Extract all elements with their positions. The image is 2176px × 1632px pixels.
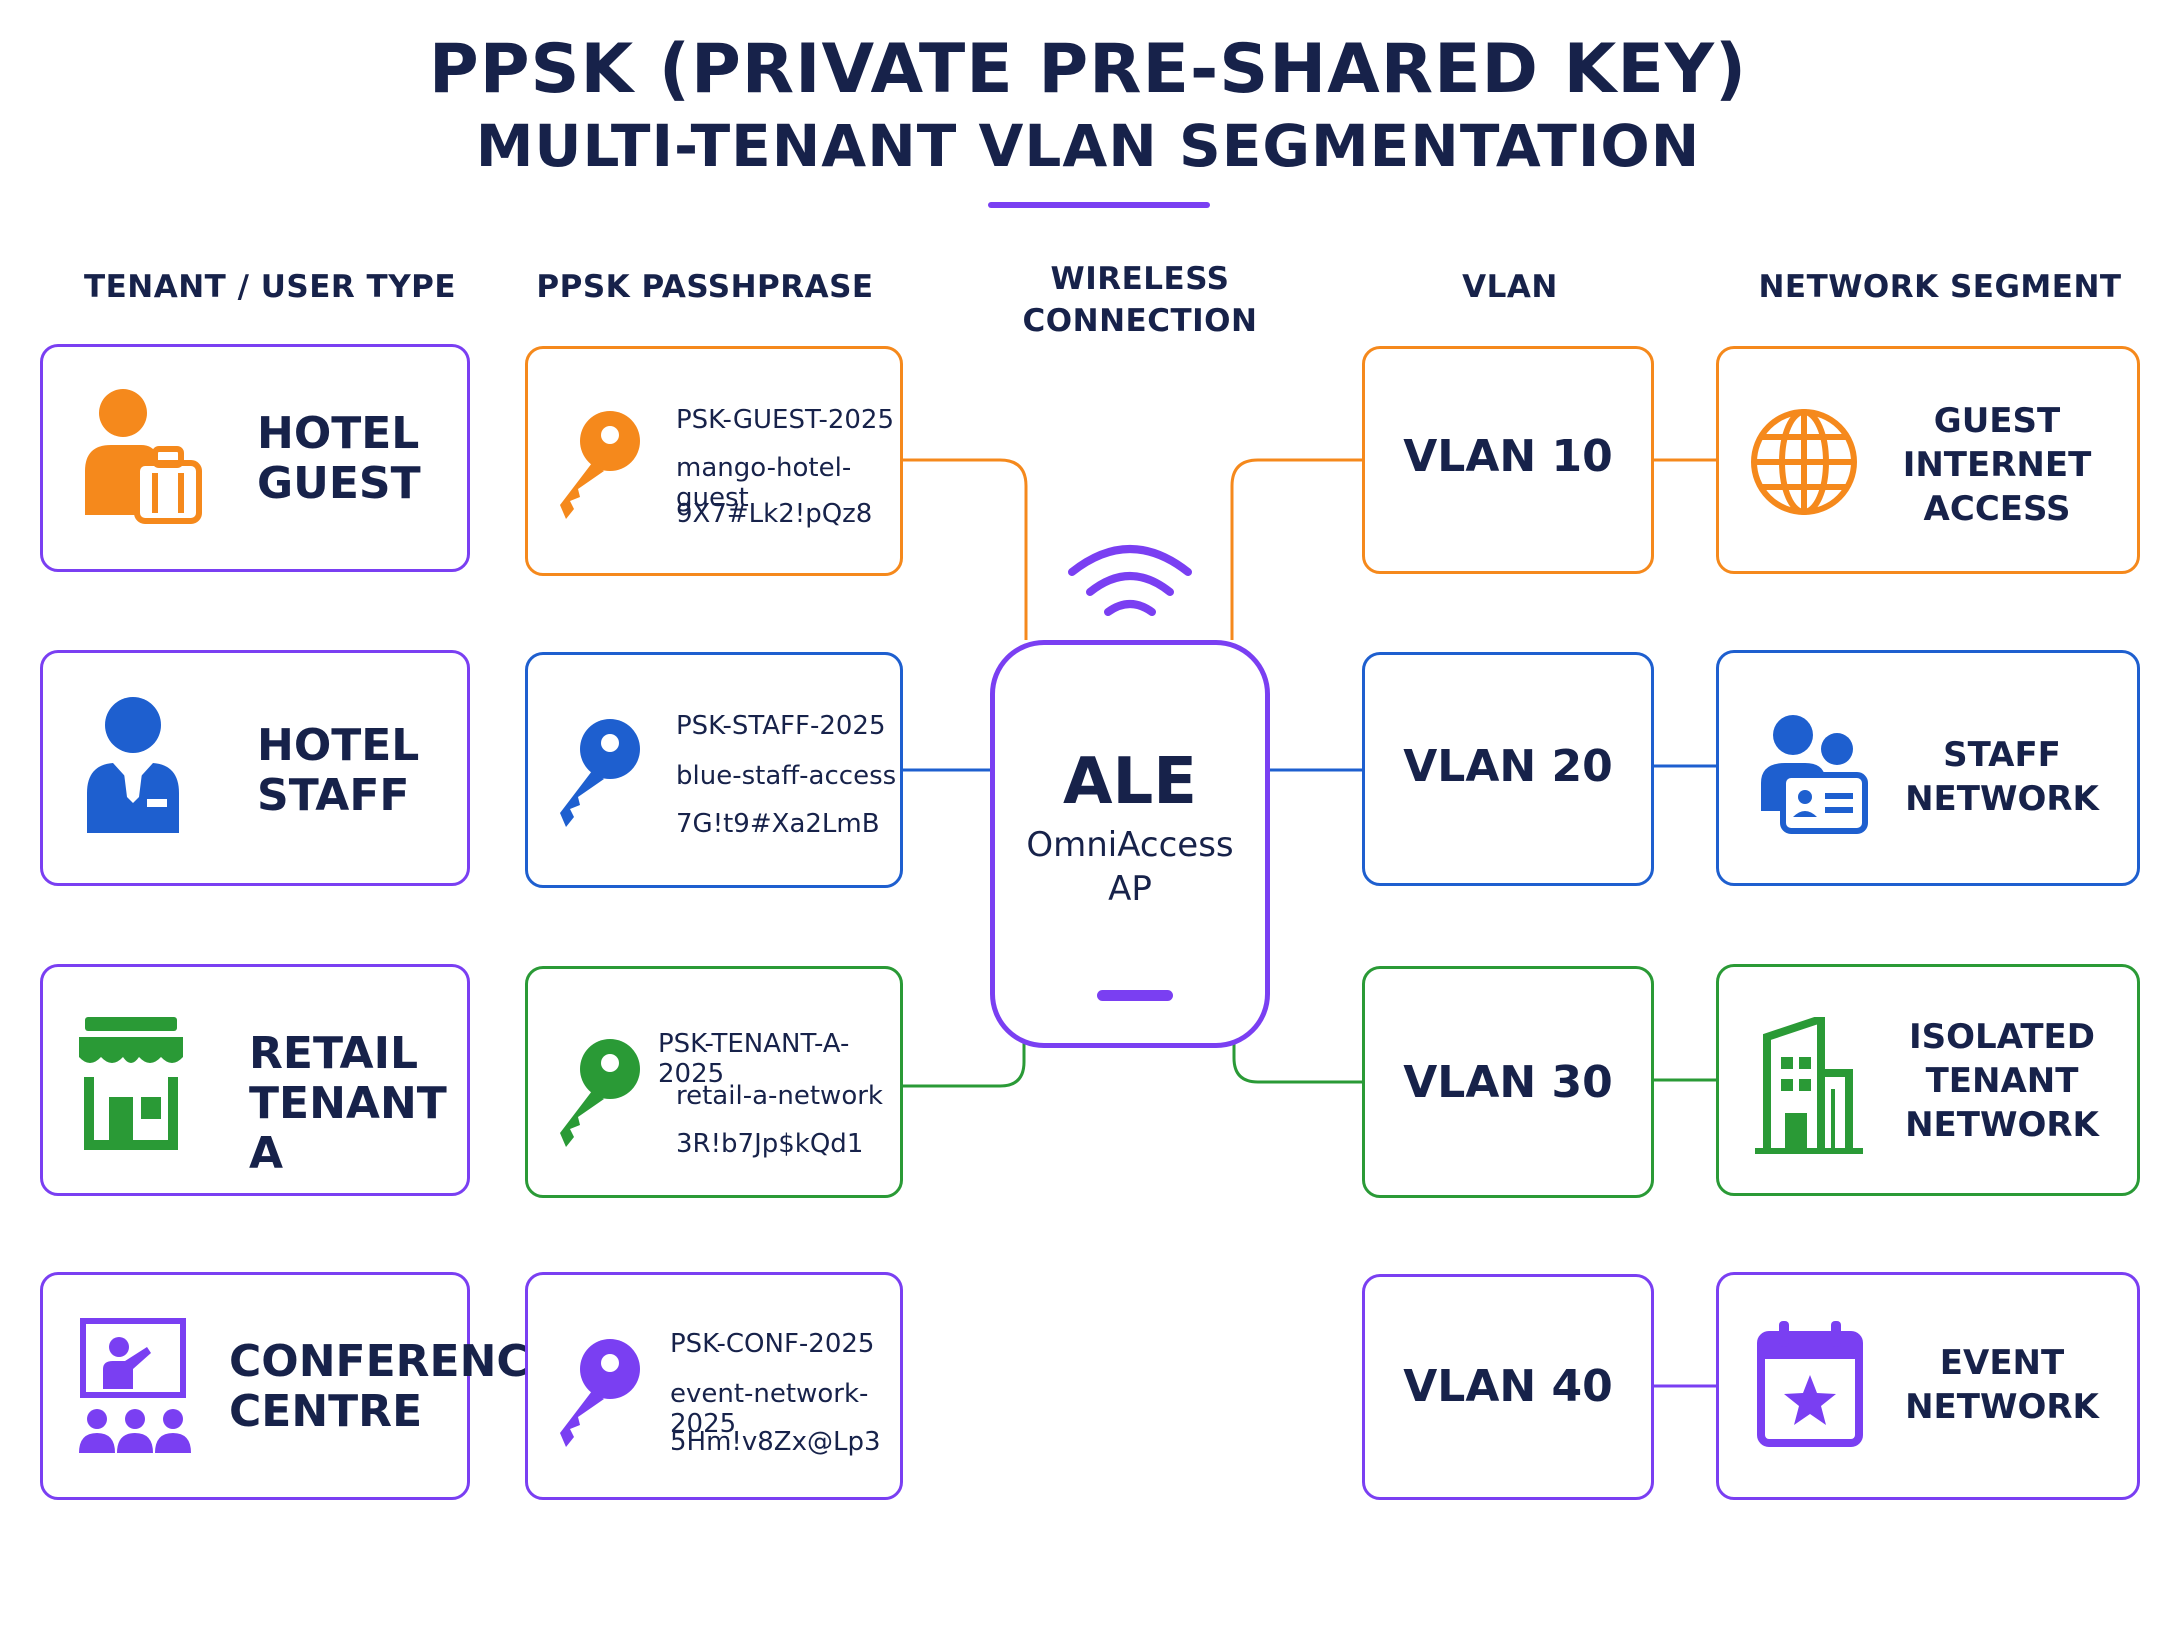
psk-passphrase: mango-hotel-guest	[676, 453, 852, 513]
office-building-icon	[1755, 1017, 1863, 1154]
ap-status-light	[1097, 990, 1173, 1001]
segment-box-event: EVENT NETWORK	[1716, 1272, 2140, 1500]
tenant-label: CONFERENCE CENTRE	[229, 1336, 559, 1437]
connector-psk-guest	[902, 458, 1028, 640]
segment-box-tenant: ISOLATED TENANT NETWORK	[1716, 964, 2140, 1196]
connector-psk-tenant	[902, 1040, 1026, 1088]
key-icon	[560, 1039, 640, 1147]
tenant-label: RETAIL TENANT A	[249, 1028, 447, 1179]
segment-label: STAFF NETWORK	[1905, 735, 2099, 819]
conference-presenter-icon	[79, 1318, 191, 1453]
vlan-box-30: VLAN 30	[1362, 966, 1654, 1198]
segment-label: GUEST INTERNET ACCESS	[1902, 401, 2092, 529]
title-divider	[988, 202, 1210, 208]
psk-secret: 7G!t9#Xa2LmB	[676, 809, 880, 839]
tenant-box-hotel-guest: HOTEL GUEST	[40, 344, 470, 572]
hotel-staff-icon	[87, 697, 179, 833]
column-header-tenant: TENANT / USER TYPE	[83, 269, 457, 305]
vlan-label: VLAN 20	[1403, 741, 1613, 792]
storefront-icon	[79, 1017, 183, 1150]
staff-badge-icon	[1761, 715, 1868, 834]
segment-label: ISOLATED TENANT NETWORK	[1905, 1017, 2099, 1145]
psk-passphrase: blue-staff-access	[676, 761, 897, 791]
tenant-label: HOTEL STAFF	[257, 720, 420, 821]
segment-box-staff: STAFF NETWORK	[1716, 650, 2140, 886]
ap-brand: ALE	[1062, 745, 1198, 819]
calendar-star-icon	[1757, 1321, 1863, 1447]
tenant-box-retail-tenant-a: RETAIL TENANT A	[40, 964, 470, 1196]
page-title: PPSK (PRIVATE PRE-SHARED KEY)	[428, 30, 1748, 109]
tenant-label: HOTEL GUEST	[257, 408, 421, 509]
globe-icon	[1751, 409, 1857, 515]
vlan-box-10: VLAN 10	[1362, 346, 1654, 574]
column-header-passphrase: PPSK PASSHPRASE	[536, 269, 874, 305]
tenant-box-conference-centre: CONFERENCE CENTRE	[40, 1272, 559, 1500]
psk-passphrase: event-network-2025	[670, 1379, 869, 1439]
psk-key-name: PSK-GUEST-2025	[676, 405, 894, 435]
vlan-label: VLAN 30	[1403, 1057, 1613, 1108]
psk-secret: 3R!b7Jp$kQd1	[676, 1129, 864, 1159]
psk-key-name: PSK-STAFF-2025	[676, 711, 886, 741]
column-header-wireless: WIRELESS CONNECTION	[1022, 261, 1258, 339]
connector-vlan-30	[1232, 1040, 1362, 1084]
page-subtitle: MULTI-TENANT VLAN SEGMENTATION	[475, 112, 1701, 180]
access-point: ALE OmniAccess AP	[990, 640, 1270, 1048]
psk-passphrase: retail-a-network	[676, 1081, 883, 1111]
psk-box-tenant-a: PSK-TENANT-A-2025 retail-a-network 3R!b7…	[525, 966, 903, 1198]
key-icon	[560, 719, 640, 827]
tenant-box-hotel-staff: HOTEL STAFF	[40, 650, 470, 886]
vlan-label: VLAN 40	[1403, 1361, 1613, 1412]
hotel-guest-luggage-icon	[85, 389, 202, 524]
vlan-label: VLAN 10	[1403, 431, 1613, 482]
psk-secret: 9X7#Lk2!pQz8	[676, 499, 873, 529]
vlan-box-40: VLAN 40	[1362, 1274, 1654, 1500]
connector-vlan-10	[1230, 458, 1362, 640]
wifi-icon	[1068, 545, 1192, 616]
column-header-vlan: VLAN	[1462, 269, 1558, 305]
psk-key-name: PSK-CONF-2025	[670, 1329, 875, 1359]
psk-box-staff: PSK-STAFF-2025 blue-staff-access 7G!t9#X…	[525, 652, 903, 888]
column-header-segment: NETWORK SEGMENT	[1758, 269, 2122, 305]
psk-secret: 5Hm!v8Zx@Lp3	[670, 1427, 881, 1457]
vlan-box-20: VLAN 20	[1362, 652, 1654, 886]
psk-box-guest: PSK-GUEST-2025 mango-hotel-guest 9X7#Lk2…	[525, 346, 903, 576]
segment-label: EVENT NETWORK	[1905, 1343, 2099, 1427]
key-icon	[560, 1339, 640, 1447]
psk-key-name: PSK-TENANT-A-2025	[658, 1029, 850, 1089]
ap-model: OmniAccess AP	[1026, 825, 1234, 909]
segment-box-guest: GUEST INTERNET ACCESS	[1716, 346, 2140, 574]
key-icon	[560, 411, 640, 519]
psk-box-conf: PSK-CONF-2025 event-network-2025 5Hm!v8Z…	[525, 1272, 903, 1500]
